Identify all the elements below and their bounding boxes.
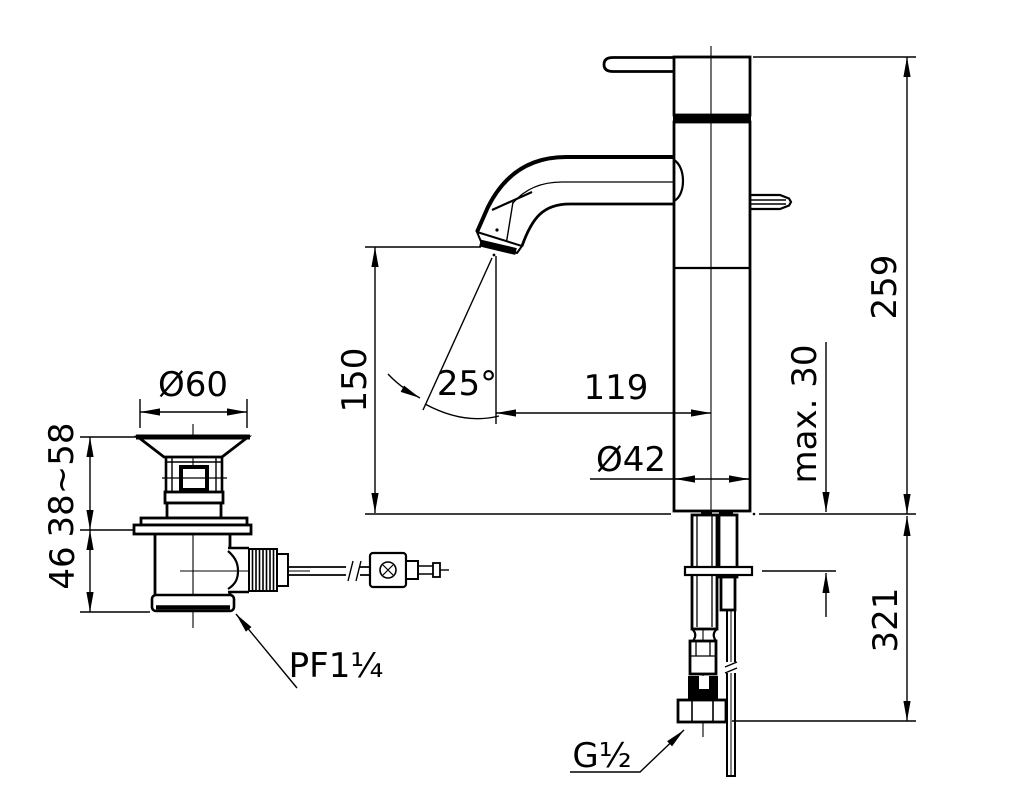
angle-reference-line <box>422 257 493 411</box>
faucet-front-view <box>475 46 793 517</box>
drain-port-walls <box>228 546 249 594</box>
dim-label-max-deck-thickness: max. 30 <box>785 345 825 484</box>
rear-pin <box>749 193 793 211</box>
rear-pin-outline <box>749 193 793 211</box>
rod-tail-lines <box>418 565 433 575</box>
spout-mid-line <box>512 181 674 204</box>
lift-rod-linkage <box>248 548 449 592</box>
pop-up-drain-assembly <box>132 424 449 628</box>
shank-break-curves <box>691 628 718 642</box>
drain-dim-ticks <box>80 436 150 613</box>
lift-tube-break-gap <box>724 662 738 673</box>
handle-lever <box>602 56 675 73</box>
dim-label-spout-angle: 25° <box>437 364 497 404</box>
drain-port-dome <box>227 550 240 590</box>
dim-label-drain-lower-height: 46 <box>43 546 83 589</box>
drain-collar <box>163 490 225 505</box>
aerator-dot <box>495 228 499 232</box>
knurled-nut-hatch <box>251 549 275 591</box>
dim-label-drain-flange-diameter: Ø60 <box>158 365 228 405</box>
dim-label-spout-height: 150 <box>335 348 375 413</box>
spout-tip-dot <box>492 253 496 257</box>
dim-label-depth-below-deck: 321 <box>866 588 906 653</box>
drain-cage-inner-sides <box>171 457 217 492</box>
spout-outer-edge <box>475 155 674 233</box>
hose-connector-detail <box>690 641 716 657</box>
spout <box>475 155 685 255</box>
faucet-body <box>672 120 752 513</box>
dim-label-height-above-deck: 259 <box>865 255 905 320</box>
rear-pin-detail <box>749 199 786 205</box>
connector-band-notch <box>699 676 709 689</box>
lift-tube-walls <box>726 610 736 776</box>
rod-tail-block <box>405 560 419 580</box>
dim-label-drain-height-range: 38~58 <box>42 422 82 537</box>
dim-label-spout-reach: 119 <box>584 368 649 408</box>
angle-arc <box>424 403 500 420</box>
rod-break-marks <box>347 560 362 582</box>
drain-upper-block <box>165 501 223 520</box>
clamp-screw <box>379 561 397 579</box>
knurl-end-cap <box>276 553 289 587</box>
inlet-hex-nut <box>676 698 728 724</box>
leader-drain-thread <box>235 613 298 689</box>
spout-root-arc <box>673 159 685 202</box>
aerator-joint-line <box>491 190 533 212</box>
supply-assembly <box>676 513 754 777</box>
hose-connector <box>688 639 718 676</box>
dim-label-drain-thread: PF1¼ <box>289 646 384 686</box>
drain-cage-sides <box>164 457 224 492</box>
leader-inlet-thread <box>570 729 685 773</box>
deck-line-dot <box>752 512 756 516</box>
drain-flange-cone <box>133 435 253 459</box>
drain-washer-lower <box>132 523 253 536</box>
aerator-mid-line <box>505 201 514 246</box>
hex-nut-flats <box>691 700 714 722</box>
dim-label-body-diameter: Ø42 <box>596 440 666 480</box>
spout-inner-edge <box>520 202 674 247</box>
lift-tube <box>724 610 738 777</box>
dim-label-inlet-thread: G½ <box>572 736 631 776</box>
clamp-screw-cross <box>382 564 394 576</box>
angle-arrow-leader <box>387 373 421 399</box>
lift-tube-break-marks <box>724 661 738 674</box>
supply-hose-lower <box>719 575 737 612</box>
mounting-washer <box>683 565 754 577</box>
rod-tip-cap <box>432 562 441 578</box>
drain-flange-dia-ticks <box>139 399 248 428</box>
dimension-annotations: Ø60 38~58 46 PF1¼ 150 25° 119 Ø42 max. 3… <box>42 56 916 776</box>
body-top-section <box>672 55 752 117</box>
spout-outlet-edge <box>479 239 517 255</box>
